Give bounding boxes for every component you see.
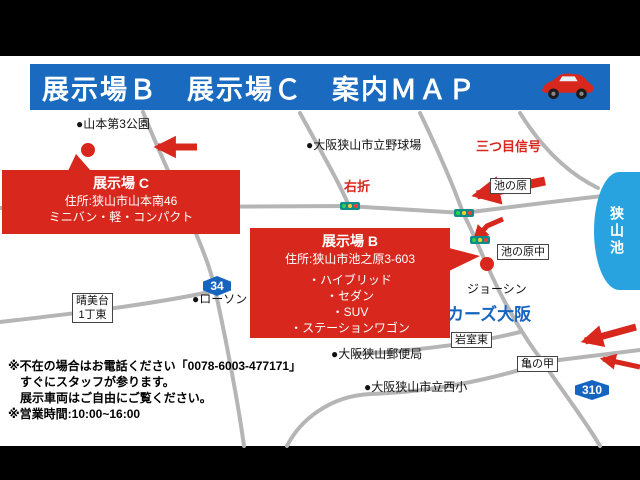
header-bar: 展示場Ｂ 展示場Ｃ 案内ＭＡＰ <box>30 64 610 110</box>
label-cars-osaka: カーズ大阪 <box>447 305 532 324</box>
traffic-light-icon <box>470 236 490 244</box>
callout-b-vehicle-2: ・セダン <box>325 289 374 303</box>
callout-c-title: 展示場 C <box>93 175 149 191</box>
traffic-light-icon <box>340 202 360 210</box>
label-baseball-stadium: ●大阪狭山市立野球場 <box>306 138 422 152</box>
label-yamamoto-park: ●山本第3公園 <box>76 117 150 131</box>
label-post-office: ●大阪狭山郵便局 <box>331 347 423 361</box>
callout-b-vehicle-1: ・ハイブリッド <box>308 273 392 287</box>
sign-iwamuro-higashi: 岩室東 <box>451 332 492 348</box>
sayama-lake-label: 狭山池 <box>609 205 625 257</box>
callout-site-b: 展示場 B 住所:狭山市池之原3-603 ・ハイブリッド ・セダン ・SUV ・… <box>250 228 480 338</box>
sign-harumidai-line2: 1丁東 <box>78 309 107 321</box>
sign-harumidai: 晴美台 1丁東 <box>72 293 113 323</box>
car-icon <box>541 73 594 100</box>
note-business-hours: ※営業時間:10:00~16:00 <box>8 407 141 421</box>
label-nishi-elementary: ●大阪狭山市立西小 <box>364 380 468 394</box>
callout-b-vehicle-4: ・ステーションワゴン <box>290 321 410 335</box>
note-staff: すぐにスタッフが参ります。 <box>20 375 175 389</box>
note-phone: ※不在の場合はお電話ください「0078-6003-477171」 <box>8 359 302 373</box>
sign-kame-no-ko: 亀の甲 <box>517 356 558 372</box>
sign-ikenohara-naka: 池の原中 <box>497 244 549 260</box>
page-title: 展示場Ｂ 展示場Ｃ 案内ＭＡＰ <box>42 74 477 105</box>
callout-b-address: 住所:狭山市池之原3-603 <box>284 252 416 266</box>
callout-c-pointer <box>68 154 91 171</box>
callout-site-c: 展示場 C 住所:狭山市山本南46 ミニバン・軽・コンパクト <box>2 154 240 234</box>
traffic-light-icon <box>454 209 474 217</box>
sayama-lake: 狭山池 <box>594 172 640 290</box>
callout-b-vehicle-3: ・SUV <box>331 305 369 319</box>
note-free-viewing: 展示車両はご自由にご覧ください。 <box>20 391 212 405</box>
label-turn-right: 右折 <box>344 179 371 194</box>
footer-notes: ※不在の場合はお電話ください「0078-6003-477171」 すぐにスタッフ… <box>8 358 301 422</box>
label-joshin: ジョーシン <box>467 282 527 296</box>
sign-harumidai-line1: 晴美台 <box>76 295 109 307</box>
callout-c-vehicles: ミニバン・軽・コンパクト <box>48 210 194 224</box>
callout-c-address: 住所:狭山市山本南46 <box>64 194 178 208</box>
label-third-signal: 三つ目信号 <box>476 139 542 154</box>
sign-ikenohara: 池の原 <box>490 178 531 194</box>
callout-b-title: 展示場 B <box>322 233 378 249</box>
callout-b-pointer <box>449 248 480 271</box>
